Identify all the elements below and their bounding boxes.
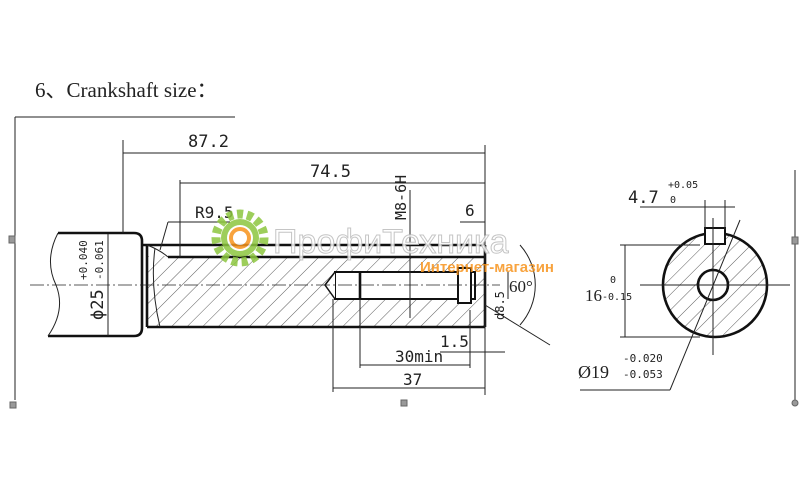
dim-key-tol-upper: +0.05 — [668, 180, 698, 191]
watermark-subtitle: Интернет-магазин — [420, 259, 554, 276]
resize-handle-right[interactable] — [791, 236, 799, 245]
resize-handle-bottom-left[interactable] — [9, 401, 17, 409]
dimension-lines — [107, 140, 551, 395]
svg-text:-0.061: -0.061 — [93, 240, 106, 280]
dim-thread-offset: 6 — [465, 201, 475, 220]
dim-thread: M8-6H — [392, 175, 410, 220]
dim-height-tol-lower: -0.15 — [602, 292, 632, 303]
resize-handle-bottom-right[interactable] — [791, 399, 799, 407]
dim-shaft-length: 74.5 — [310, 162, 351, 182]
dim-overall-length: 87.2 — [188, 132, 229, 152]
watermark-brand: ПрофиТехника — [273, 223, 509, 261]
dim-key-height: 16 — [585, 286, 602, 305]
dim-shaft-diameter: Ø19 — [578, 362, 609, 382]
dim-height-tol-upper: 0 — [610, 275, 616, 286]
section-title: 6、Crankshaft size： — [35, 78, 218, 102]
gear-icon — [211, 209, 269, 267]
dim-chamfer: 1.5 — [440, 332, 469, 351]
dim-key-tol-lower: 0 — [670, 195, 676, 206]
dim-shaft-tol-upper: -0.020 — [623, 352, 663, 365]
svg-text:+0.040: +0.040 — [77, 240, 90, 280]
resize-handle-bottom[interactable] — [400, 399, 408, 407]
dim-countersink-angle: 60° — [509, 277, 533, 296]
dim-key-width: 4.7 — [628, 188, 659, 208]
frame — [14, 116, 796, 403]
dim-thread-depth: 30min — [395, 347, 443, 366]
watermark-logo: ПрофиТехника Интернет-магазин — [211, 209, 554, 276]
shaft-section-view — [580, 200, 790, 391]
resize-handle-left[interactable] — [8, 235, 16, 244]
dim-collar-diameter: ϕ25 +0.040 -0.061 — [77, 240, 108, 320]
dim-fillet-radius: R9.5 — [195, 203, 234, 222]
dim-hole-depth: 37 — [403, 370, 422, 389]
dim-shaft-tol-lower: -0.053 — [623, 368, 663, 381]
dim-hole-diameter: d8.5 — [493, 291, 507, 320]
svg-text:ϕ25: ϕ25 — [88, 289, 108, 320]
